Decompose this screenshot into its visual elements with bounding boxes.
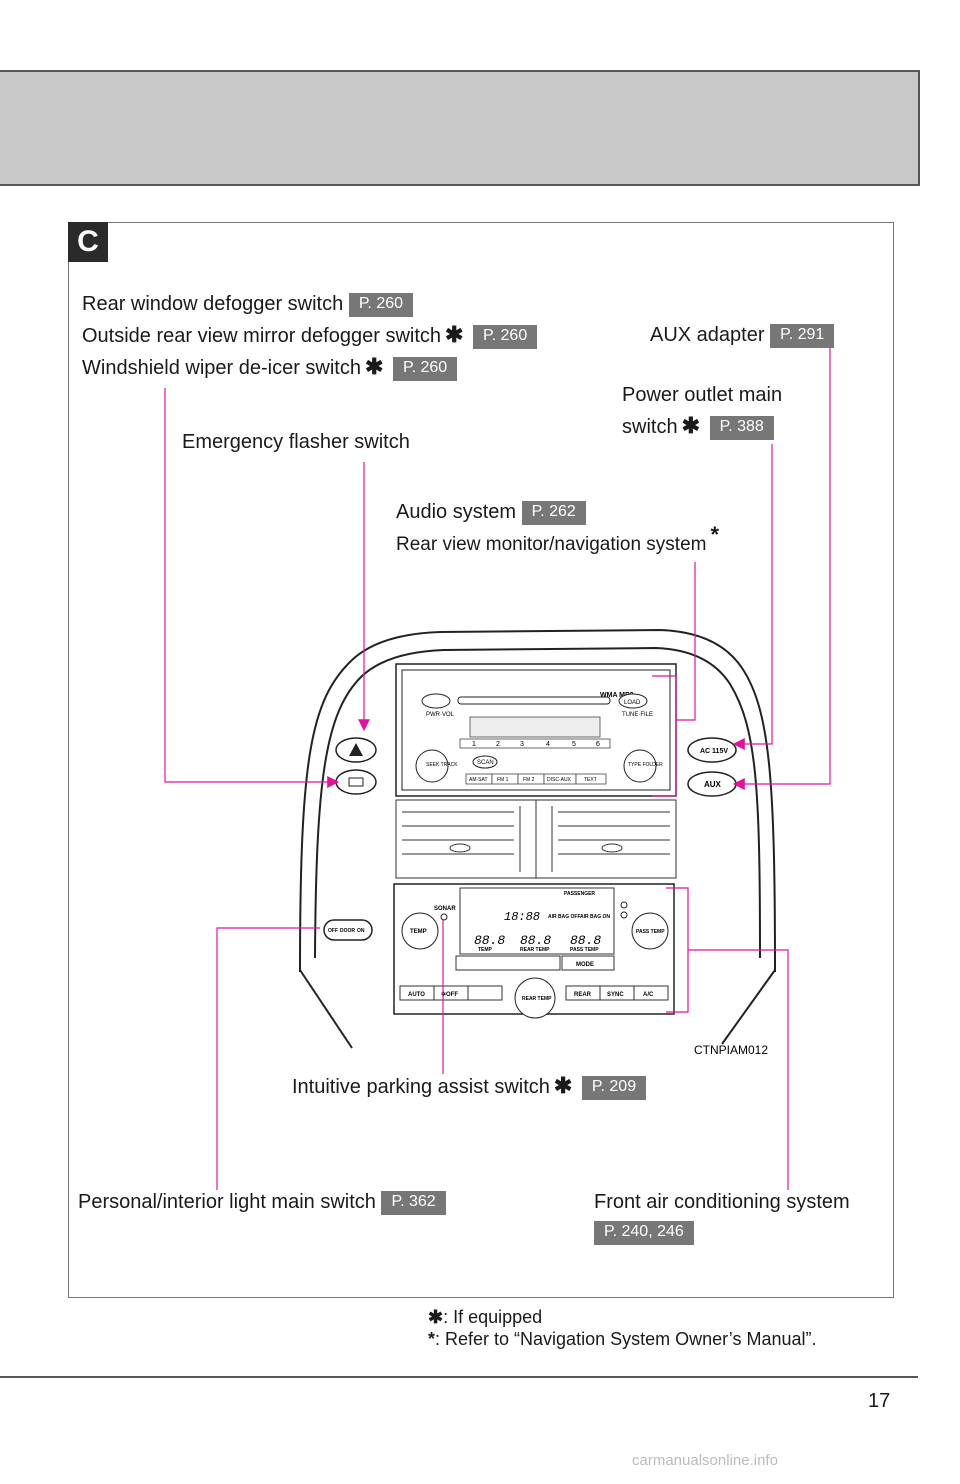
svg-text:SONAR: SONAR (434, 906, 456, 912)
svg-text:REAR TEMP: REAR TEMP (520, 947, 550, 953)
svg-text:AUX: AUX (704, 780, 722, 789)
rear-defogger-page-ref[interactable]: P. 260 (348, 292, 414, 317)
svg-text:PASS TEMP: PASS TEMP (570, 947, 599, 953)
section-tab: C (68, 222, 108, 262)
svg-text:2: 2 (496, 741, 500, 748)
svg-text:88.8: 88.8 (520, 933, 551, 948)
leader-lines (164, 344, 831, 1190)
callout-rear-monitor: Rear view monitor/navigation system* (396, 523, 723, 557)
personal-light-label: Personal/interior light main switch (78, 1191, 376, 1213)
svg-text:A/C: A/C (643, 992, 654, 998)
rear-monitor-label: Rear view monitor/navigation system (396, 534, 707, 555)
callout-power-outlet: switch✱ P. 388 (622, 414, 774, 440)
parking-assist-page-ref[interactable]: P. 209 (581, 1075, 647, 1100)
svg-text:DISC·AUX: DISC·AUX (547, 777, 572, 783)
callout-audio: Audio system P. 262 (396, 500, 586, 525)
svg-text:TEMP: TEMP (478, 947, 493, 953)
footnote-nav-manual: *: Refer to “Navigation System Owner’s M… (428, 1328, 817, 1350)
personal-light-page-ref[interactable]: P. 362 (381, 1190, 446, 1215)
svg-text:MODE: MODE (576, 962, 594, 968)
header-band (0, 70, 920, 186)
svg-text:REAR: REAR (574, 992, 592, 998)
if-equipped-mark: ✱ (445, 322, 464, 347)
section-frame (68, 222, 894, 1298)
front-ac-page-ref[interactable]: P. 240, 246 (594, 1220, 694, 1245)
svg-text:TUNE·FILE: TUNE·FILE (622, 712, 653, 718)
nav-manual-mark: * (710, 522, 720, 547)
footnote-if-equipped: ✱: If equipped (428, 1306, 542, 1328)
emergency-flasher-label: Emergency flasher switch (182, 431, 410, 453)
svg-text:18:88: 18:88 (504, 910, 540, 924)
svg-text:DOOR: DOOR (340, 928, 355, 934)
light-switch: OFF DOOR ON (323, 919, 373, 941)
svg-text:FM 1: FM 1 (497, 777, 509, 783)
footer-divider (0, 1376, 918, 1378)
svg-text:✲OFF: ✲OFF (441, 991, 458, 998)
aux-label: AUX adapter (650, 324, 765, 346)
svg-text:AC 115V: AC 115V (700, 748, 728, 755)
svg-text:SEEK TRACK: SEEK TRACK (426, 762, 458, 768)
callout-front-ac: P. 240, 246 (594, 1220, 694, 1245)
watermark: carmanualsonline.info (632, 1452, 778, 1469)
svg-text:ON: ON (357, 928, 365, 934)
if-equipped-mark: ✱ (428, 1307, 444, 1327)
svg-text:4: 4 (546, 741, 550, 748)
ac115v-button (687, 737, 737, 763)
nav-manual-mark: * (428, 1329, 436, 1349)
audio-unit: PWR·VOL WMA MP3 LOAD TUNE·FILE 1 2 3 4 5… (395, 663, 677, 797)
if-equipped-mark: ✱ (553, 1073, 573, 1098)
svg-text:REAR TEMP: REAR TEMP (522, 996, 552, 1002)
svg-text:LOAD: LOAD (624, 700, 641, 706)
callout-personal-light: Personal/interior light main switch P. 3… (78, 1190, 446, 1215)
svg-text:OFF: OFF (328, 928, 338, 934)
svg-text:SCAN: SCAN (477, 760, 494, 766)
svg-text:SYNC: SYNC (607, 992, 624, 998)
svg-text:AIR BAG ON: AIR BAG ON (580, 914, 610, 920)
svg-text:PASS TEMP: PASS TEMP (636, 929, 665, 935)
svg-text:AIR BAG OFF: AIR BAG OFF (548, 914, 581, 920)
svg-text:AM·SAT: AM·SAT (469, 777, 488, 783)
footnote-if-equipped-text: : If equipped (443, 1307, 543, 1327)
deicer-label: Windshield wiper de-icer switch (82, 357, 361, 379)
svg-text:TEXT: TEXT (584, 777, 597, 783)
rear-defogger-label: Rear window defogger switch (82, 293, 344, 315)
deicer-page-ref[interactable]: P. 260 (392, 356, 458, 381)
callout-aux: AUX adapter P. 291 (650, 323, 835, 348)
power-outlet-label-line1: Power outlet main (622, 384, 783, 406)
climate-panel: TEMP PASS TEMP SONAR PASSENGER 18:88 AIR… (393, 883, 675, 1019)
svg-text:1: 1 (472, 741, 476, 748)
svg-text:88.8: 88.8 (570, 933, 601, 948)
svg-text:6: 6 (596, 741, 600, 748)
rear-defogger-button (335, 769, 377, 795)
audio-page-ref[interactable]: P. 262 (521, 500, 586, 525)
page-number: 17 (868, 1390, 891, 1412)
power-outlet-page-ref[interactable]: P. 388 (709, 415, 774, 440)
svg-text:WMA MP3: WMA MP3 (600, 692, 634, 699)
svg-text:88.8: 88.8 (474, 933, 505, 948)
svg-text:FM 2: FM 2 (523, 777, 535, 783)
callout-deicer: Windshield wiper de-icer switch✱ P. 260 (82, 354, 458, 381)
if-equipped-mark: ✱ (681, 413, 701, 438)
svg-text:AUTO: AUTO (408, 992, 425, 998)
svg-text:TYPE FOLDER: TYPE FOLDER (628, 762, 663, 768)
callout-parking-assist: Intuitive parking assist switch✱ P. 209 (292, 1073, 647, 1100)
svg-text:CTNPIAM012: CTNPIAM012 (694, 1043, 768, 1057)
svg-text:TEMP: TEMP (410, 929, 427, 935)
svg-text:PWR·VOL: PWR·VOL (426, 712, 455, 718)
audio-label: Audio system (396, 501, 517, 523)
callout-mirror-defogger: Outside rear view mirror defogger switch… (82, 322, 538, 349)
svg-text:PASSENGER: PASSENGER (564, 891, 595, 897)
power-outlet-label-line2: switch (622, 416, 678, 438)
svg-text:3: 3 (520, 741, 524, 748)
if-equipped-mark: ✱ (364, 354, 384, 379)
mirror-defogger-label: Outside rear view mirror defogger switch (82, 325, 442, 347)
front-ac-label: Front air conditioning system (594, 1191, 850, 1213)
mirror-defogger-page-ref[interactable]: P. 260 (473, 324, 538, 349)
svg-text:5: 5 (572, 741, 576, 748)
aux-page-ref[interactable]: P. 291 (770, 323, 835, 348)
footnote-nav-manual-text: : Refer to “Navigation System Owner’s Ma… (435, 1329, 817, 1349)
parking-assist-label: Intuitive parking assist switch (292, 1076, 550, 1098)
callout-rear-defogger: Rear window defogger switch P. 260 (82, 292, 414, 317)
